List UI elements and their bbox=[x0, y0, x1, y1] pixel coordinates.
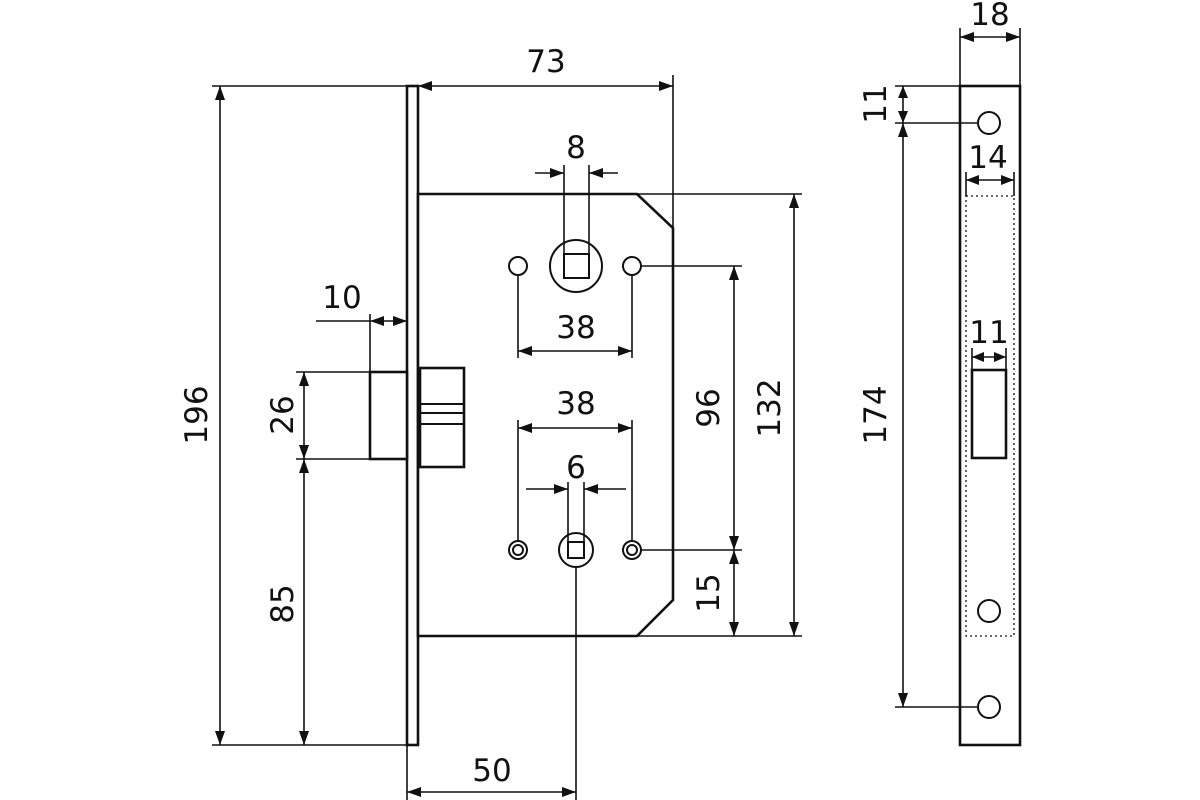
lower-left-screw-hole bbox=[508, 540, 528, 560]
strike-plate-view bbox=[958, 84, 1022, 747]
dim-196: 196 bbox=[179, 385, 215, 444]
dim-132: 132 bbox=[752, 378, 788, 437]
dimension-labels: 73 8 38 38 6 10 50 18 14 11 96 15 132 26… bbox=[179, 0, 1010, 789]
dim-26: 26 bbox=[265, 395, 301, 434]
faceplate bbox=[405, 84, 420, 747]
latch-bolt bbox=[368, 370, 409, 461]
dim-174: 174 bbox=[858, 385, 894, 444]
dim-10: 10 bbox=[322, 280, 361, 316]
dim-6: 6 bbox=[566, 450, 586, 486]
dim-14: 14 bbox=[968, 140, 1007, 176]
dim-15: 15 bbox=[691, 573, 727, 612]
strike-latch-opening bbox=[970, 368, 1008, 460]
upper-left-screw-hole bbox=[508, 256, 528, 276]
dim-11-latch: 11 bbox=[969, 315, 1008, 351]
lock-front-view bbox=[368, 84, 675, 747]
latch-mechanism bbox=[418, 366, 466, 469]
dim-73: 73 bbox=[526, 44, 565, 80]
spindle-hole bbox=[549, 239, 603, 293]
dim-11-top: 11 bbox=[858, 84, 894, 123]
dim-85: 85 bbox=[265, 584, 301, 623]
dimension-lines bbox=[212, 28, 1021, 800]
dim-50: 50 bbox=[472, 753, 511, 789]
dim-8: 8 bbox=[566, 130, 586, 166]
strike-middle-screw-hole bbox=[977, 599, 1001, 623]
dim-18: 18 bbox=[970, 0, 1009, 33]
dim-38-lower: 38 bbox=[556, 386, 595, 422]
strike-recess bbox=[965, 195, 1015, 637]
dim-96: 96 bbox=[691, 388, 727, 427]
dim-38-upper: 38 bbox=[556, 310, 595, 346]
